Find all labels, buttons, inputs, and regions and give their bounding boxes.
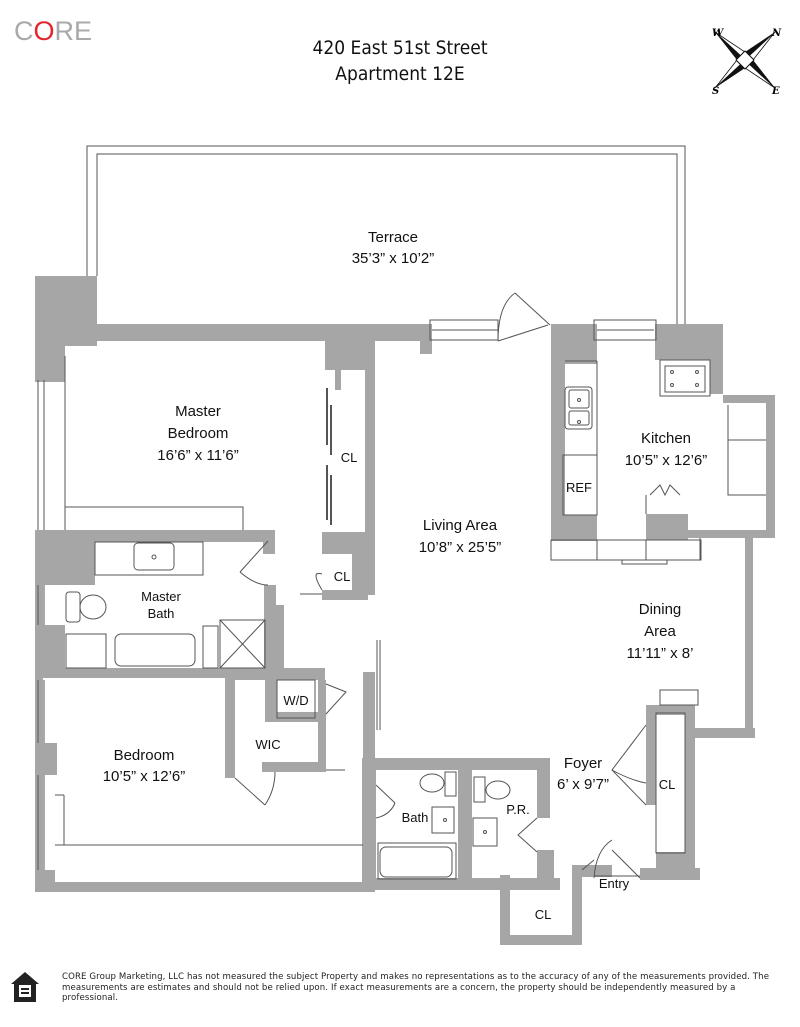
terrace-size: 35’3” x 10’2”: [352, 250, 435, 267]
core-logo: CORE: [14, 16, 92, 47]
foyer-label: Foyer: [564, 755, 602, 772]
compass-e-label: E: [771, 86, 780, 97]
foyer-size: 6’ x 9’7”: [557, 776, 609, 793]
logo-text-o: O: [33, 16, 55, 46]
kitchen-size: 10’5” x 12’6”: [625, 452, 708, 469]
master-bedroom-size: 16’6” x 11’6”: [157, 447, 238, 464]
hall-closet-label: CL: [334, 569, 351, 584]
bath-label: Bath: [402, 810, 429, 825]
master-bedroom-label-1: Master: [175, 403, 221, 420]
compass-s-label: S: [712, 86, 719, 97]
disclaimer-text: CORE Group Marketing, LLC has not measur…: [62, 972, 770, 1003]
compass-rose-icon: W N S E: [712, 28, 782, 97]
washer-dryer-label: W/D: [283, 693, 308, 708]
address-title: 420 East 51st Street: [312, 37, 488, 59]
master-bedroom-label-2: Bedroom: [168, 425, 229, 442]
compass-w-label: W: [712, 28, 725, 39]
wic-label: WIC: [255, 737, 280, 752]
entry-label: Entry: [599, 876, 630, 891]
living-area-size: 10’8” x 25’5”: [419, 539, 502, 556]
master-bath-label-1: Master: [141, 589, 181, 604]
logo-text-c: C: [14, 16, 34, 46]
compass-n-label: N: [771, 28, 782, 39]
walls: [35, 276, 775, 945]
bedroom-label: Bedroom: [114, 747, 175, 764]
foyer-closet-label: CL: [659, 777, 676, 792]
logo-text-re: RE: [54, 16, 93, 46]
fixture-lines: [37, 145, 766, 880]
dining-area-label-2: Area: [644, 623, 676, 640]
entry-closet-label: CL: [535, 907, 552, 922]
dining-area-size: 11’11” x 8’: [627, 645, 694, 662]
apartment-title: Apartment 12E: [335, 63, 465, 85]
kitchen-label: Kitchen: [641, 430, 691, 447]
powder-room-label: P.R.: [506, 802, 530, 817]
refrigerator-label: REF: [566, 480, 592, 495]
dining-area-label-1: Dining: [639, 601, 682, 618]
floor-plan: Terrace 35’3” x 10’2” Master Bedroom 16’…: [35, 145, 775, 945]
master-closet-label: CL: [341, 450, 358, 465]
equal-housing-opportunity-icon: [11, 972, 39, 1002]
terrace-label: Terrace: [368, 229, 418, 246]
master-bath-label-2: Bath: [148, 606, 175, 621]
bedroom-size: 10’5” x 12’6”: [103, 768, 186, 785]
living-area-label: Living Area: [423, 517, 498, 534]
